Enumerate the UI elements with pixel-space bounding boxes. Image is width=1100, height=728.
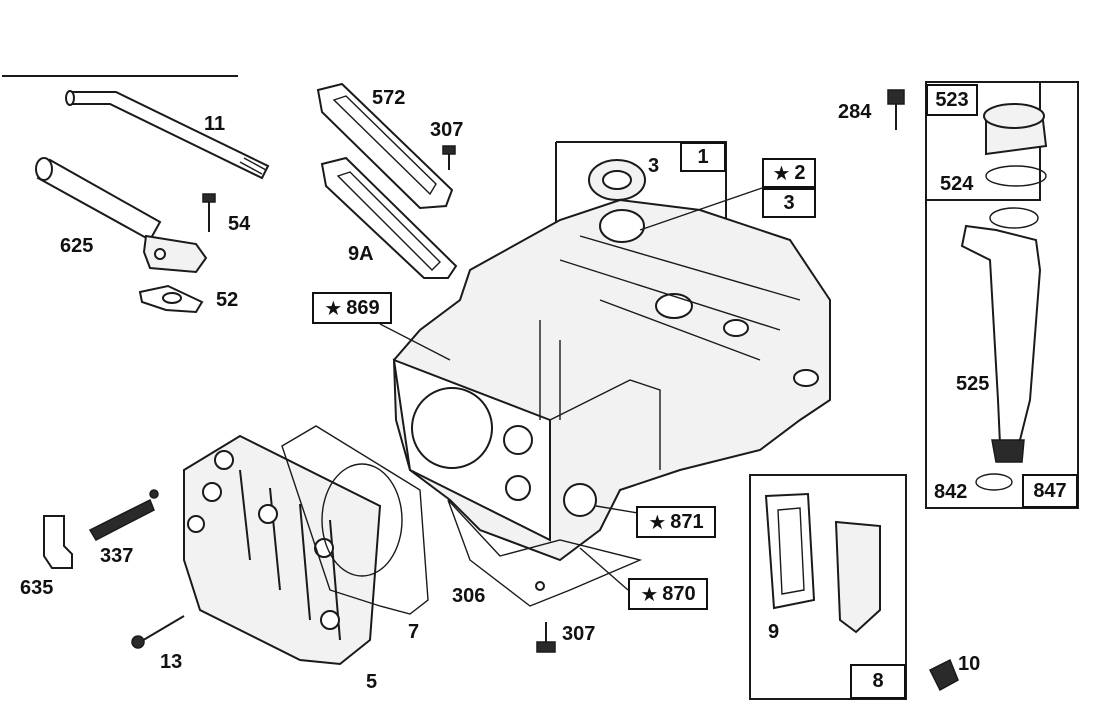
label-52: 52 [216, 289, 239, 311]
gasket-572-part [316, 82, 454, 210]
label-11: 11 [204, 113, 226, 135]
label-625: 625 [60, 235, 94, 257]
callout-box-1: 1 [680, 142, 726, 172]
label-7: 7 [408, 621, 420, 643]
star-icon: ★ [324, 297, 343, 320]
callout-box-2: ★2 [762, 158, 816, 188]
callout-box-8-text: 8 [872, 670, 884, 692]
label-524: 524 [940, 173, 974, 195]
gasket-9-part [764, 492, 816, 610]
callout-box-870: ★870 [628, 578, 708, 610]
spark-plug-boot-part [43, 515, 73, 569]
star-icon: ★ [640, 583, 659, 606]
gasket-306-part [447, 499, 643, 607]
breather-cover-part [834, 520, 881, 634]
label-337: 337 [100, 545, 134, 567]
callout-box-847: 847 [1022, 474, 1078, 508]
callout-box-847-text: 847 [1033, 479, 1067, 502]
label-54: 54 [228, 213, 251, 235]
callout-box-3-text: 3 [783, 191, 795, 214]
gasket-52-part [138, 284, 204, 314]
label-306: 306 [452, 585, 486, 607]
spark-plug-part [88, 489, 159, 541]
label-9: 9 [768, 621, 780, 643]
oil-seal-part [588, 159, 646, 201]
label-842: 842 [934, 481, 968, 503]
callout-box-3: 3 [762, 188, 816, 218]
leader-lines [379, 187, 763, 591]
label-5: 5 [366, 671, 378, 693]
label-525: 525 [956, 373, 990, 395]
head-gasket-part [281, 425, 429, 615]
gasket-9a-part [320, 156, 458, 279]
callout-box-870-text: 870 [662, 582, 696, 605]
plug-10-part [928, 658, 959, 692]
callout-box-523: 523 [926, 84, 978, 116]
oil-fill-tube-part [960, 207, 1042, 463]
callout-box-8: 8 [850, 664, 906, 699]
bolt-13-part [131, 615, 185, 649]
dipstick-cap-part [983, 103, 1048, 187]
bolt-54-part [202, 193, 216, 232]
callout-box-871-text: 871 [670, 510, 704, 533]
label-572: 572 [372, 87, 406, 109]
crankcase-block-part [392, 198, 831, 562]
bolt-284-part [887, 89, 905, 130]
label-3: 3 [648, 155, 660, 177]
dipstick-tube-part [65, 90, 270, 180]
callout-box-1-text: 1 [697, 145, 709, 168]
kit-8-frame [749, 474, 907, 700]
callout-box-2-text: 2 [794, 161, 806, 184]
cylinder-head-part [183, 434, 382, 666]
callout-box-523-text: 523 [935, 88, 969, 111]
o-ring-part [975, 473, 1013, 491]
label-307-top: 307 [430, 119, 464, 141]
callout-box-871: ★871 [636, 506, 716, 538]
label-10: 10 [958, 653, 981, 675]
filler-tube-part [35, 157, 208, 274]
label-9a: 9A [348, 243, 374, 265]
label-635: 635 [20, 577, 54, 599]
label-13: 13 [160, 651, 183, 673]
callout-box-869: ★869 [312, 292, 392, 324]
screw-307-top-part [442, 145, 456, 170]
label-284: 284 [838, 101, 872, 123]
label-307-bottom: 307 [562, 623, 596, 645]
screw-307-bottom-part [536, 622, 556, 653]
kit-1-bracket [555, 141, 727, 230]
callout-box-869-text: 869 [346, 296, 380, 319]
star-icon: ★ [772, 162, 791, 185]
star-icon: ★ [648, 511, 667, 534]
